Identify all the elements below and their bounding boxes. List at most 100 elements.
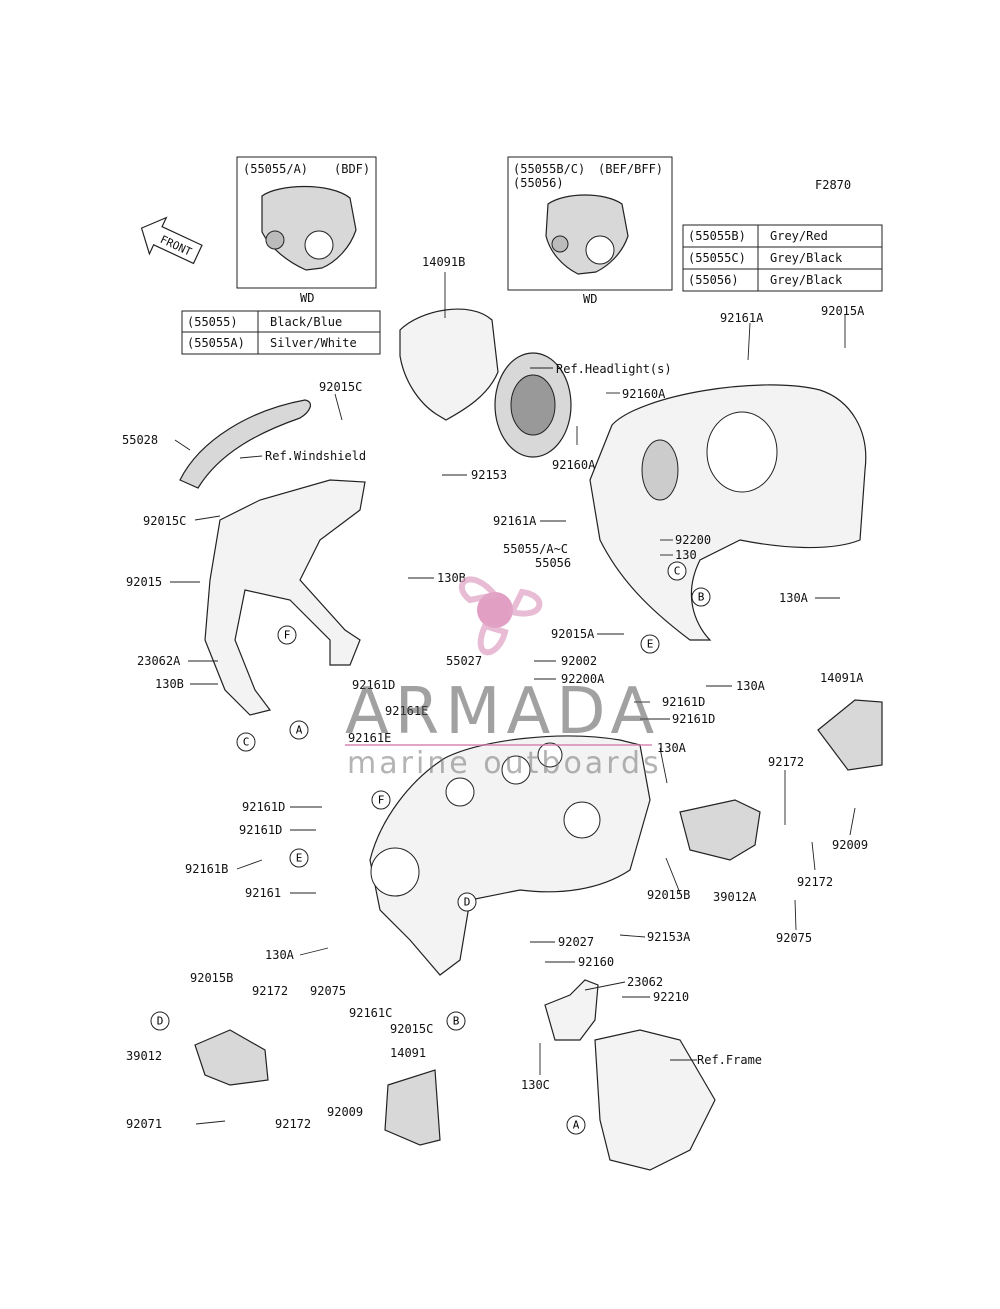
windshield-trim (179, 399, 312, 489)
callout-b-right: B (691, 587, 711, 607)
label-92160: 92160 (578, 955, 614, 969)
left-cover (384, 1069, 441, 1146)
inset-right-caption: WD (583, 292, 597, 306)
label-92002: 92002 (561, 654, 597, 668)
callout-b-mid: B (446, 1011, 466, 1031)
label-55056: 55056 (535, 556, 571, 570)
svg-text:F: F (284, 629, 291, 642)
inset-left-parts: (55055/A) (243, 162, 308, 176)
svg-text:A: A (573, 1119, 580, 1132)
watermark-brand: ARMADA (345, 675, 660, 749)
label-130: 130 (675, 548, 697, 562)
color-table-right: (55055B) Grey/Red (55055C) Grey/Black (5… (682, 224, 883, 292)
inset-right-parts2: (55056) (513, 176, 564, 190)
label-14091B: 14091B (422, 255, 465, 269)
left-pocket (194, 1029, 269, 1086)
label-92015B-2: 92015B (190, 971, 233, 985)
color-table-right-color-3: Grey/Black (770, 273, 843, 287)
label-92161C: 92161C (349, 1006, 392, 1020)
label-92153A: 92153A (647, 930, 691, 944)
label-14091A: 14091A (820, 671, 864, 685)
label-130A-4: 130A (265, 948, 295, 962)
label-92160A: 92160A (622, 387, 666, 401)
label-92161D: 92161D (352, 678, 395, 692)
label-92161A: 92161A (720, 311, 764, 325)
label-92009-2: 92009 (327, 1105, 363, 1119)
color-table-right-color-2: Grey/Black (770, 251, 843, 265)
svg-text:E: E (296, 852, 303, 865)
leader-lines (170, 272, 856, 1125)
headlight-assembly (494, 352, 572, 458)
callout-c-right: C (667, 561, 687, 581)
inset-left-caption: WD (300, 291, 314, 305)
right-cover (817, 699, 883, 771)
label-92015C-3: 92015C (390, 1022, 433, 1036)
watermark: ARMADA marine outboards (345, 576, 662, 781)
label-92161A-2: 92161A (493, 514, 537, 528)
label-39012A: 39012A (713, 890, 757, 904)
callout-c-upper: C (236, 732, 256, 752)
inset-left-variant: (BDF) (334, 162, 370, 176)
callout-d-lower: D (150, 1011, 170, 1031)
inset-left: (55055/A) (BDF) WD (236, 156, 377, 305)
label-14091: 14091 (390, 1046, 426, 1060)
label-92200A: 92200A (561, 672, 605, 686)
label-92172-4: 92172 (275, 1117, 311, 1131)
headlight-bezel-cover (399, 308, 499, 421)
color-table-right-color-1: Grey/Red (770, 229, 828, 243)
svg-text:D: D (464, 896, 471, 909)
callout-f-mid: F (371, 790, 391, 810)
inset-right-parts: (55055B/C) (513, 162, 585, 176)
svg-text:A: A (296, 724, 303, 737)
label-92161D-4: 92161D (242, 800, 285, 814)
label-23062: 23062 (627, 975, 663, 989)
inner-fairing (369, 735, 651, 976)
label-39012: 39012 (126, 1049, 162, 1063)
upper-fairing (589, 384, 867, 641)
label-23062A: 23062A (137, 654, 181, 668)
svg-text:C: C (674, 565, 681, 578)
callout-d-mid: D (457, 892, 477, 912)
color-table-left-part-2: (55055A) (187, 336, 245, 350)
svg-text:F: F (378, 794, 385, 807)
label-55027: 55027 (446, 654, 482, 668)
front-arrow-icon: FRONT (140, 216, 203, 265)
label-ref-windshield: Ref.Windshield (265, 449, 366, 463)
inset-right: (55055B/C) (BEF/BFF) (55056) WD (507, 156, 673, 306)
label-92009: 92009 (832, 838, 868, 852)
label-92015C: 92015C (319, 380, 362, 394)
callout-f-upper: F (277, 625, 297, 645)
label-92172-2: 92172 (797, 875, 833, 889)
part-labels: 14091B Ref.Headlight(s) 92160A 92160A 92… (122, 255, 868, 1131)
callout-a-lower: A (566, 1115, 586, 1135)
inset-right-variant: (BEF/BFF) (598, 162, 663, 176)
color-table-left-color-2: Silver/White (270, 336, 357, 350)
label-92015B: 92015B (647, 888, 690, 902)
callout-a-upper: A (289, 720, 309, 740)
label-130A-3: 130A (657, 741, 687, 755)
label-92161E-2: 92161E (348, 731, 391, 745)
watermark-tagline: marine outboards (347, 746, 662, 781)
label-92200: 92200 (675, 533, 711, 547)
label-92071: 92071 (126, 1117, 162, 1131)
fairing-bracket (204, 479, 366, 716)
label-55055: 55055/A~C (503, 542, 568, 556)
label-92210: 92210 (653, 990, 689, 1004)
label-92161: 92161 (245, 886, 281, 900)
color-table-right-part-1: (55055B) (688, 229, 746, 243)
label-92015A: 92015A (821, 304, 865, 318)
label-92161D-2: 92161D (662, 695, 705, 709)
svg-text:B: B (698, 591, 705, 604)
label-92027: 92027 (558, 935, 594, 949)
label-92075-2: 92075 (310, 984, 346, 998)
svg-text:B: B (453, 1015, 460, 1028)
label-ref-frame: Ref.Frame (697, 1053, 762, 1067)
lower-bracket (544, 979, 599, 1041)
label-92161B: 92161B (185, 862, 228, 876)
label-92172: 92172 (768, 755, 804, 769)
color-table-right-part-3: (55056) (688, 273, 739, 287)
label-92161D-5: 92161D (239, 823, 282, 837)
label-130A-2: 130A (736, 679, 766, 693)
color-table-right-part-2: (55055C) (688, 251, 746, 265)
